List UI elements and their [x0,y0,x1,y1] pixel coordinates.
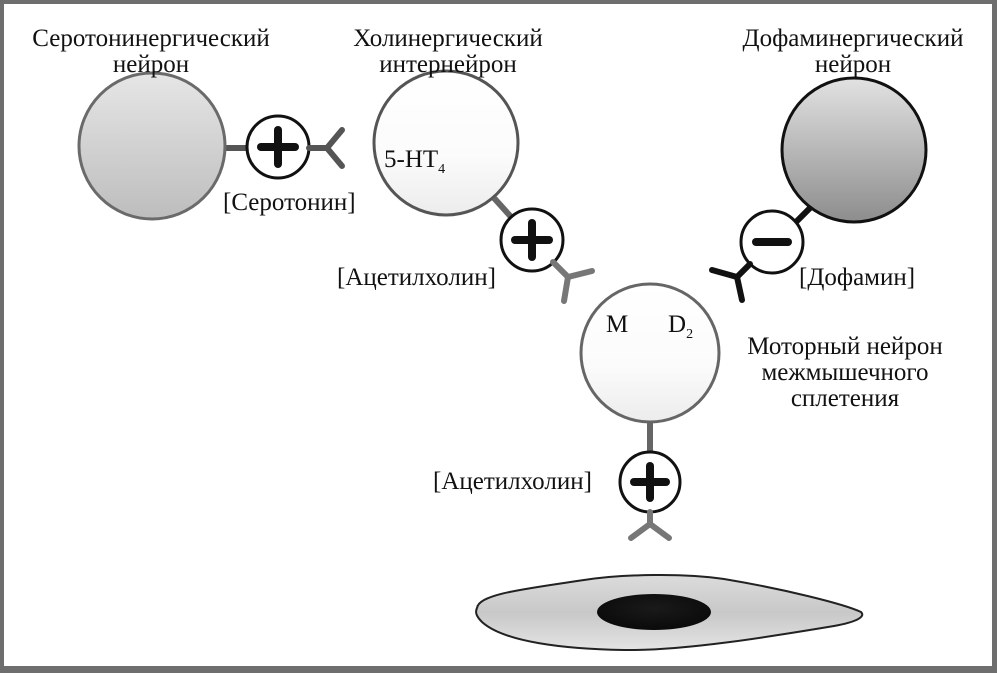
serotonergic-neuron-label: Серотонинергический нейрон [8,26,294,78]
receptor-label-d2: D2 [668,312,693,348]
transmitter-label-dopamine: [Дофамин] [799,264,916,291]
label-line: Моторный нейрон [747,333,943,360]
receptor-serotonin [306,127,345,169]
receptor-name: 5-HT [384,146,439,173]
receptor-acetylcholine-2 [628,509,672,541]
receptor-label-m: M [606,311,629,338]
serotonergic-neuron [77,71,345,221]
motor-neuron-label: Моторный нейрон межмышечного сплетения [730,334,960,412]
neuron-body-motor [579,282,721,424]
label-line: интернейрон [379,51,517,78]
receptor-label-5ht4: 5-HT4 [384,147,445,183]
transmitter-label-acetylcholine-2: [Ацетилхолин] [433,468,592,495]
neuron-body-dopaminergic [780,76,928,224]
dopaminergic-neuron-label: Дофаминергический нейрон [724,26,982,78]
cholinergic-interneuron-label: Холинергический интернейрон [334,26,562,78]
label-line: Дофаминергический [742,25,964,52]
receptor-acetylcholine-1 [550,259,595,304]
receptor-name: D [668,311,687,338]
label-line: сплетения [790,385,900,412]
excitatory-synapse-serotonin [245,114,311,180]
neuron-body-serotonergic [77,71,227,221]
receptor-dopamine [709,261,753,303]
diagram-canvas: Серотонинергический нейрон Холинергическ… [4,4,992,666]
label-line: Серотонинергический [32,25,270,52]
excitatory-synapse-acetylcholine-2 [618,450,682,514]
neuron-body-cholinergic [372,69,520,217]
motor-neuron [579,282,721,541]
receptor-subscript: 2 [686,327,694,342]
cholinergic-interneuron [372,69,595,304]
label-line: нейрон [814,51,892,78]
receptor-subscript: 4 [438,162,446,177]
label-line: межмышечного [761,359,929,386]
label-line: нейрон [112,51,190,78]
smooth-muscle-cell [475,574,864,652]
excitatory-synapse-acetylcholine-1 [499,207,565,273]
transmitter-label-serotonin: [Серотонин] [223,189,356,216]
diagram-svg [77,69,928,652]
label-line: Холинергический [353,25,543,52]
inhibitory-synapse-dopamine [739,209,805,275]
dopaminergic-neuron [709,76,928,303]
cell-nucleus [597,594,711,630]
transmitter-label-acetylcholine-1: [Ацетилхолин] [337,264,496,291]
